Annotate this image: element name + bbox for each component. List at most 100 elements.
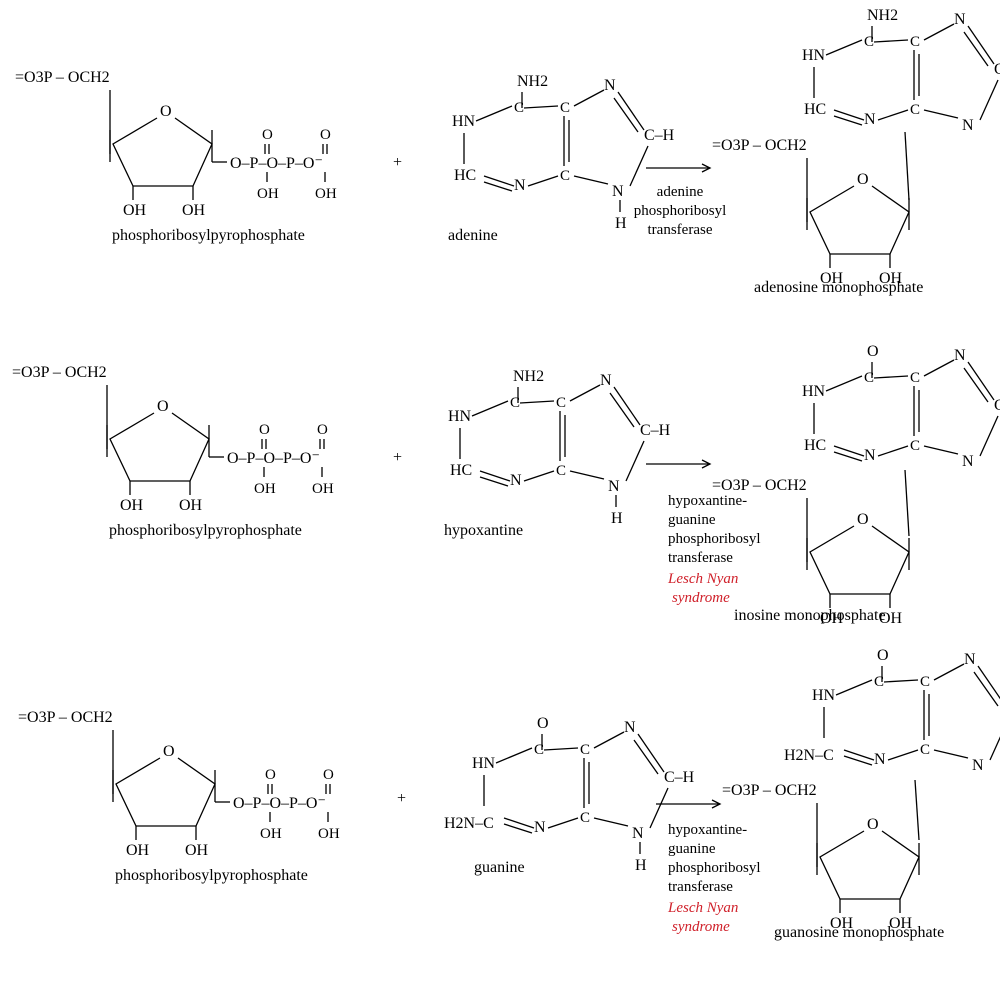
enzyme-name-line: phosphoribosyl (668, 531, 761, 547)
n7-label: N (954, 11, 966, 28)
pyrophosphate-label: O–P–O–P–O⁻ (230, 155, 323, 172)
hydroxyl-label: OH (260, 826, 282, 842)
n9-hydrogen-label: H (615, 215, 627, 232)
c6-label: C (874, 674, 884, 690)
c6-label: C (864, 370, 874, 386)
enzyme-name-line: guanine (668, 841, 716, 857)
hydroxyl-label: OH (830, 915, 854, 932)
phosphoryl-oxygen-label: O (259, 422, 270, 438)
product-label: guanosine monophosphate (774, 924, 944, 941)
c6-label: C (514, 100, 524, 116)
hydroxyl-label: OH (820, 610, 844, 627)
substrate-label: phosphoribosylpyrophosphate (115, 867, 308, 884)
n1-label: HN (802, 47, 826, 64)
c4-label: C (910, 102, 920, 118)
phosphate-group-label: =O3P – OCH2 (15, 69, 110, 86)
hydroxyl-label: OH (123, 202, 147, 219)
hydroxyl-label: OH (179, 497, 203, 514)
phosphate-group-label: =O3P – OCH2 (712, 137, 807, 154)
c5-label: C (920, 674, 930, 690)
c5-label: C (556, 395, 566, 411)
base-label: guanine (474, 859, 525, 876)
n1-label: HN (472, 755, 496, 772)
c8-label: C–H (644, 127, 675, 144)
c2-label: HC (450, 462, 472, 479)
n9-label: N (632, 825, 644, 842)
n9-label: N (972, 757, 984, 774)
ring-oxygen-label: O (857, 171, 869, 188)
phosphate-group-label: =O3P – OCH2 (12, 364, 107, 381)
c4-label: C (920, 742, 930, 758)
c2-amino-label: H2N–C (444, 815, 494, 832)
phosphoryl-oxygen-label: O (262, 127, 273, 143)
n7-label: N (954, 347, 966, 364)
ring-oxygen-label: O (867, 816, 879, 833)
enzyme-name-line: hypoxantine- (668, 493, 747, 509)
c8-label: C–H (640, 422, 671, 439)
disease-name-line: Lesch Nyan (667, 571, 738, 587)
c4-label: C (910, 438, 920, 454)
n7-label: N (964, 651, 976, 668)
n7-label: N (604, 77, 616, 94)
phosphate-group-label: =O3P – OCH2 (722, 782, 817, 799)
n9-label: N (612, 183, 624, 200)
hydroxyl-label: OH (889, 915, 913, 932)
hydroxyl-label: OH (879, 610, 903, 627)
plus-sign: + (397, 790, 406, 807)
n7-label: N (624, 719, 636, 736)
n1-label: HN (802, 383, 826, 400)
c8-label: C–H (664, 769, 695, 786)
disease-name-line: syndrome (672, 590, 730, 606)
enzyme-name-line: transferase (668, 550, 733, 566)
n9-hydrogen-label: H (635, 857, 647, 874)
c4-label: C (560, 168, 570, 184)
n3-label: N (534, 819, 546, 836)
n1-label: HN (448, 408, 472, 425)
disease-name-line: Lesch Nyan (667, 900, 738, 916)
c6-substituent-label: O (867, 343, 879, 360)
c6-label: C (534, 742, 544, 758)
phosphoryl-oxygen-label: O (265, 767, 276, 783)
enzyme-name-line: transferase (648, 222, 713, 238)
ring-oxygen-label: O (163, 743, 175, 760)
pyrophosphate-label: O–P–O–P–O⁻ (227, 450, 320, 467)
c2-label: HC (804, 101, 826, 118)
hydroxyl-label: OH (257, 186, 279, 202)
c4-label: C (580, 810, 590, 826)
c8-label: C–H (994, 397, 1000, 414)
base-label: adenine (448, 227, 498, 244)
hydroxyl-label: OH (185, 842, 209, 859)
c2-label: HC (804, 437, 826, 454)
hydroxyl-label: OH (182, 202, 206, 219)
c6-label: C (864, 34, 874, 50)
hydroxyl-label: OH (126, 842, 150, 859)
n3-label: N (864, 447, 876, 464)
c5-label: C (910, 370, 920, 386)
enzyme-name-line: hypoxantine- (668, 822, 747, 838)
hydroxyl-label: OH (318, 826, 340, 842)
n9-label: N (962, 117, 974, 134)
hydroxyl-label: OH (120, 497, 144, 514)
enzyme-name-line: guanine (668, 512, 716, 528)
c2-label: HC (454, 167, 476, 184)
ring-oxygen-label: O (160, 103, 172, 120)
n3-label: N (514, 177, 526, 194)
c4-label: C (556, 463, 566, 479)
phosphoryl-oxygen-label: O (323, 767, 334, 783)
n3-label: N (864, 111, 876, 128)
substrate-label: phosphoribosylpyrophosphate (112, 227, 305, 244)
hydroxyl-label: OH (312, 481, 334, 497)
n9-hydrogen-label: H (611, 510, 623, 527)
c6-substituent-label: O (537, 715, 549, 732)
hydroxyl-label: OH (254, 481, 276, 497)
enzyme-name-line: phosphoribosyl (668, 860, 761, 876)
c8-label: C–H (994, 61, 1000, 78)
phosphoryl-oxygen-label: O (317, 422, 328, 438)
phosphate-group-label: =O3P – OCH2 (18, 709, 113, 726)
n3-label: N (874, 751, 886, 768)
hydroxyl-label: OH (315, 186, 337, 202)
hydroxyl-label: OH (820, 270, 844, 287)
